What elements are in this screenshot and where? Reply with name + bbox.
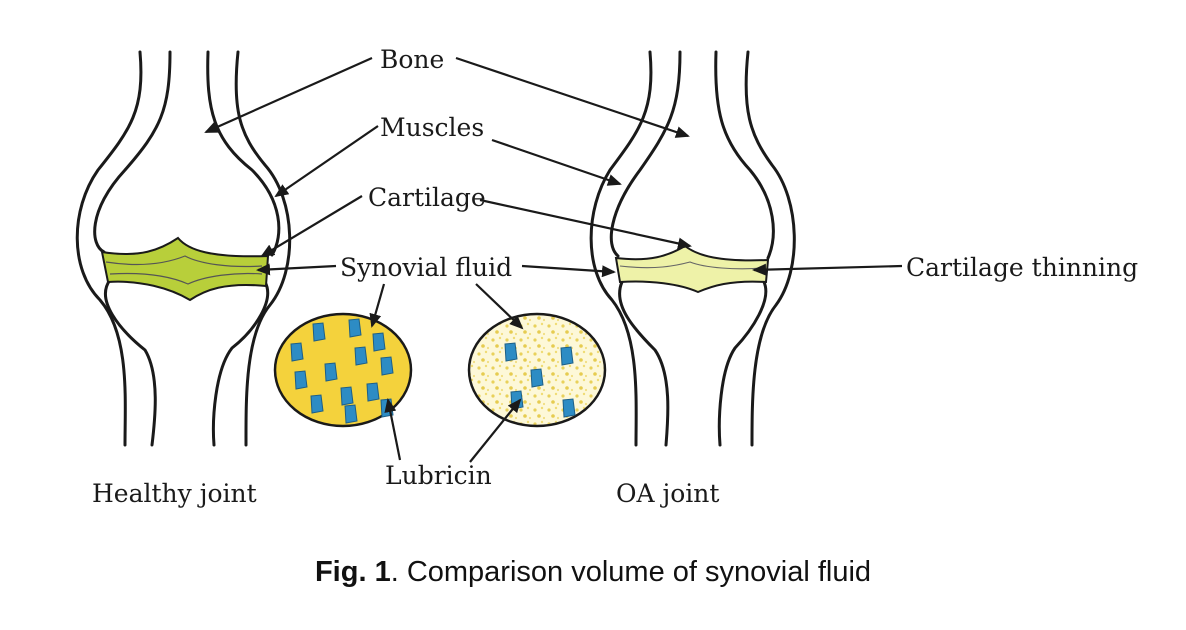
healthy-lubricin-molecule (290, 342, 304, 362)
oa-synovial-fluid-sample (467, 312, 607, 428)
label-synovial-fluid: Synovial fluid (340, 253, 512, 282)
label-cartilage-thinning: Cartilage thinning (906, 253, 1138, 282)
healthy-lubricin-molecule (310, 394, 324, 414)
healthy-synovial-fluid-sample (273, 312, 413, 428)
leader-arrows (204, 56, 903, 463)
healthy-joint (75, 50, 292, 447)
oa-joint (589, 50, 796, 447)
oa-upper-bone-outline (609, 50, 775, 260)
caption-text: . Comparison volume of synovial fluid (390, 556, 872, 588)
healthy-upper-bone-outline (93, 50, 281, 257)
healthy-lubricin-molecule (380, 356, 394, 376)
healthy-lubricin-molecule (372, 332, 386, 352)
healthy-lubricin-molecule (344, 404, 358, 424)
label-lubricin: Lubricin (385, 461, 492, 490)
healthy-lubricin-molecule (294, 370, 308, 390)
healthy-lubricin-molecule (354, 346, 368, 366)
oa-lubricin-molecule (504, 342, 518, 362)
caption-figure-number: Fig. 1 (314, 556, 391, 588)
oa-lower-bone-outline (618, 280, 768, 447)
oa-lubricin-molecule (560, 346, 574, 366)
oa-lubricin-molecule (562, 398, 576, 418)
healthy-lubricin-molecule (324, 362, 338, 382)
healthy-lower-bone-outline (103, 278, 270, 447)
healthy-outer-capsule-left (75, 50, 143, 447)
healthy-lubricin-molecule (312, 322, 326, 342)
healthy-lubricin-molecule (366, 382, 380, 402)
healthy-lubricin-molecule (348, 318, 362, 338)
label-cartilage: Cartilage (368, 183, 486, 212)
oa-outer-capsule-right (744, 50, 796, 447)
label-oa-joint: OA joint (616, 479, 719, 508)
oa-lubricin-molecule (510, 390, 524, 410)
figure-caption: Fig. 1. Comparison volume of synovial fl… (0, 556, 1186, 589)
healthy-outer-capsule-right (234, 50, 292, 447)
oa-cartilage-region (614, 244, 770, 294)
oa-lubricin-molecule (530, 368, 544, 388)
label-healthy-joint: Healthy joint (92, 479, 257, 508)
label-muscles: Muscles (380, 113, 484, 142)
healthy-lubricin-molecule (340, 386, 354, 406)
healthy-cartilage-region (100, 236, 270, 302)
label-bone: Bone (380, 45, 444, 74)
